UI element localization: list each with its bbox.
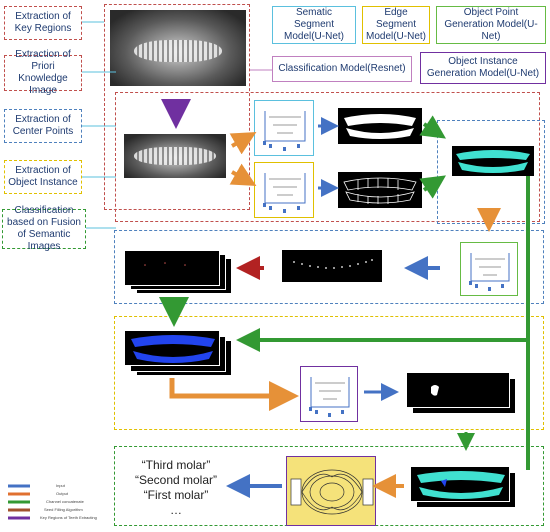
panoramic-xray-full: [110, 10, 246, 86]
blue-region: [114, 230, 544, 304]
object-instance-unet: [300, 366, 358, 422]
step-priori-image: Extraction of Priori Knowledge Image: [4, 49, 82, 96]
semantic-model-label: Sematic Segment Model(U-Net): [283, 7, 344, 42]
object-point-unet: [460, 242, 518, 296]
red-region: [115, 92, 540, 222]
key-region-crop: [124, 134, 226, 178]
object-point-model-box: Object Point Generation Model(U-Net): [436, 6, 546, 44]
legend-seed: Seed Filling Algorithm: [44, 507, 83, 512]
step-center-points-label: Extraction of Center Points: [12, 114, 74, 137]
edge-model-label: Edge Segment Model(U-Net): [365, 7, 426, 42]
result-second-molar: “Second molar”: [134, 473, 218, 487]
instance-stack-1: [124, 330, 220, 366]
object-point-model-label: Object Point Generation Model(U-Net): [444, 7, 538, 42]
object-instance-model-label: Object Instance Generation Model(U-Net): [426, 56, 540, 79]
legend-output: Output: [56, 491, 69, 496]
legend-channel: Channel concatenate: [46, 499, 84, 504]
classification-model-label: Classification Model(Resnet): [278, 63, 406, 74]
key-region-frame: [104, 4, 250, 210]
semantic-unet: [254, 100, 314, 156]
step-classification-fusion-label: Classification based on Fusion of Semant…: [7, 205, 81, 252]
step-object-instance: Extraction of Object Instance: [4, 160, 82, 194]
edge-model-box: Edge Segment Model(U-Net): [362, 6, 430, 44]
center-points-output: [282, 250, 382, 282]
center-stack-1: [124, 250, 220, 286]
resnet-diagram: [286, 456, 376, 526]
result-third-molar: “Third molar”: [141, 458, 211, 472]
edge-mask-output: [338, 172, 422, 208]
step-key-regions: Extraction of Key Regions: [4, 6, 82, 40]
result-first-molar: “First molar”: [143, 488, 209, 502]
instance-teeth-output: [452, 146, 534, 176]
legend-input: Input: [56, 483, 65, 488]
edge-unet: [254, 162, 314, 218]
classification-model-box: Classification Model(Resnet): [272, 56, 412, 82]
yellow-region: [114, 316, 544, 430]
step-key-regions-label: Extraction of Key Regions: [14, 11, 72, 34]
step-center-points: Extraction of Center Points: [4, 109, 82, 143]
fused-teeth-stack-1: [410, 466, 510, 502]
step-classification-fusion: Classification based on Fusion of Semant…: [2, 205, 86, 252]
semantic-mask-output: [338, 108, 422, 144]
step-priori-image-label: Extraction of Priori Knowledge Image: [15, 49, 71, 96]
classification-results: “Third molar” “Second molar” “First mola…: [126, 458, 226, 518]
result-ellipsis: …: [170, 503, 182, 517]
object-instance-model-box: Object Instance Generation Model(U-Net): [420, 52, 546, 84]
semantic-model-box: Sematic Segment Model(U-Net): [272, 6, 356, 44]
arrow-legend: Input Output Channel concatenate Seed Fi…: [6, 482, 114, 526]
legend-key-regions: Key Regions of Teeth Extracting: [40, 515, 97, 520]
step-object-instance-label: Extraction of Object Instance: [8, 165, 78, 188]
single-instance-stack-1: [406, 372, 510, 408]
